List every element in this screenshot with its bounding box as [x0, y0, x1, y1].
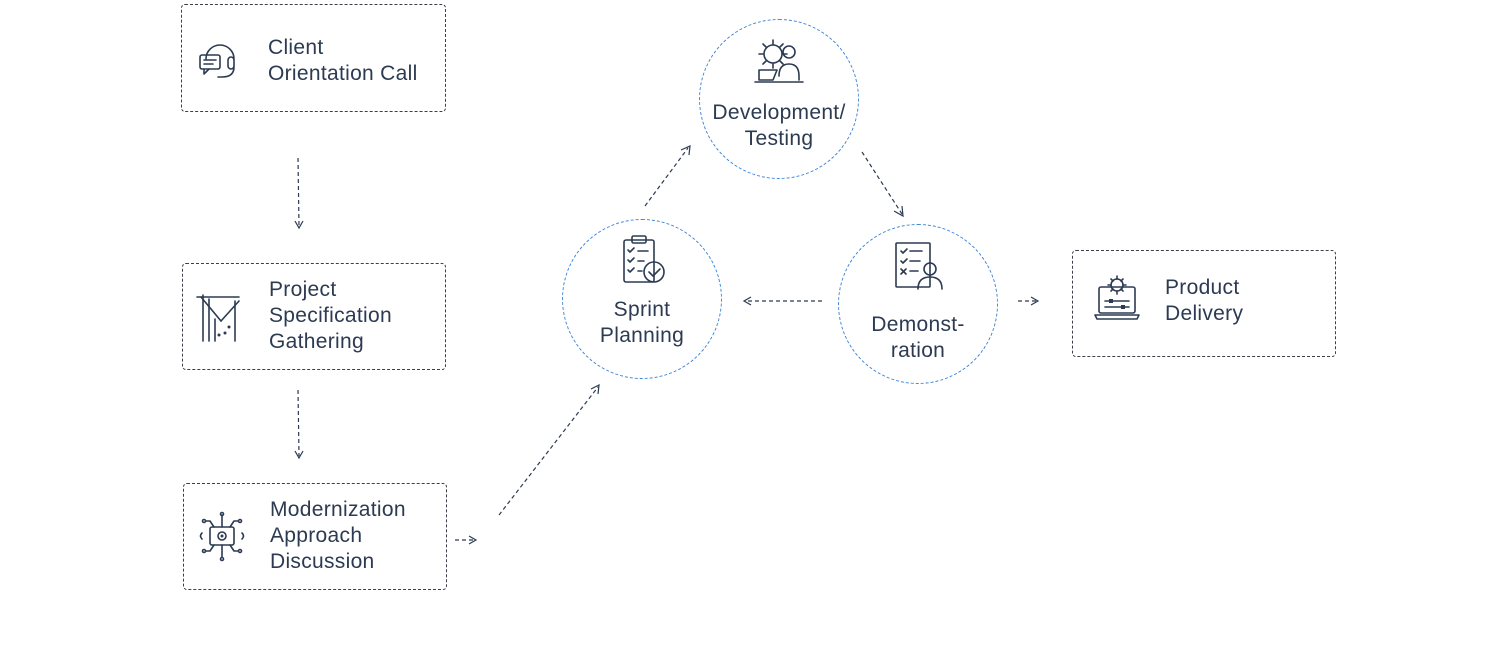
step-label: Modernization Approach Discussion	[270, 497, 406, 575]
cycle-label-line: Demonst-	[871, 313, 965, 336]
laptop-settings-icon	[1091, 273, 1143, 325]
step-label-line: Project	[269, 278, 337, 301]
step-label-line: Specification	[269, 304, 392, 327]
arrow-client-to-project	[294, 157, 304, 230]
step-label-line: Approach	[270, 524, 363, 547]
arrow-modernization-out	[455, 535, 478, 545]
headset-chat-icon	[194, 35, 246, 87]
arrow-demonstration-to-sprint	[742, 296, 822, 306]
circuit-chip-icon	[196, 511, 248, 563]
step-label-line: Modernization	[270, 498, 406, 521]
cycle-sprint-planning: Sprint Planning	[562, 219, 722, 379]
step-label-line: Product	[1165, 276, 1240, 299]
step-label-line: Client	[268, 36, 324, 59]
arrow-development-to-demonstration	[861, 151, 904, 218]
presenter-checklist-icon	[890, 239, 946, 295]
step-label-line: Discussion	[270, 550, 375, 573]
step-modernization-approach-discussion: Modernization Approach Discussion	[183, 483, 447, 590]
arrow-sprint-to-development	[644, 145, 691, 207]
cycle-label-line: ration	[890, 339, 946, 362]
step-label-line: Gathering	[269, 330, 364, 353]
cycle-label: Demonst- ration	[839, 312, 997, 364]
step-product-delivery: Product Delivery	[1072, 250, 1336, 357]
step-label: Client Orientation Call	[268, 35, 418, 87]
cycle-label-line: Development/	[712, 101, 846, 124]
clipboard-check-icon	[614, 234, 670, 290]
step-label-line: Orientation Call	[268, 62, 418, 85]
step-label: Product Delivery	[1165, 275, 1243, 327]
cycle-label-line: Planning	[599, 324, 685, 347]
cycle-label-line: Sprint	[613, 298, 671, 321]
step-client-orientation-call: Client Orientation Call	[181, 4, 446, 112]
blueprint-structure-icon	[195, 291, 247, 343]
cycle-label: Sprint Planning	[563, 297, 721, 349]
arrow-demonstration-to-delivery	[1018, 296, 1040, 306]
arrow-to-sprint-planning	[498, 383, 600, 516]
cycle-label-line: Testing	[744, 127, 814, 150]
cycle-development-testing: Development/ Testing	[699, 19, 859, 179]
cycle-label: Development/ Testing	[700, 100, 858, 152]
cycle-demonstration: Demonst- ration	[838, 224, 998, 384]
step-project-specification-gathering: Project Specification Gathering	[182, 263, 446, 370]
arrow-project-to-modernization	[294, 389, 304, 460]
developer-gear-icon	[751, 34, 807, 90]
step-label: Project Specification Gathering	[269, 277, 392, 355]
step-label-line: Delivery	[1165, 302, 1244, 325]
